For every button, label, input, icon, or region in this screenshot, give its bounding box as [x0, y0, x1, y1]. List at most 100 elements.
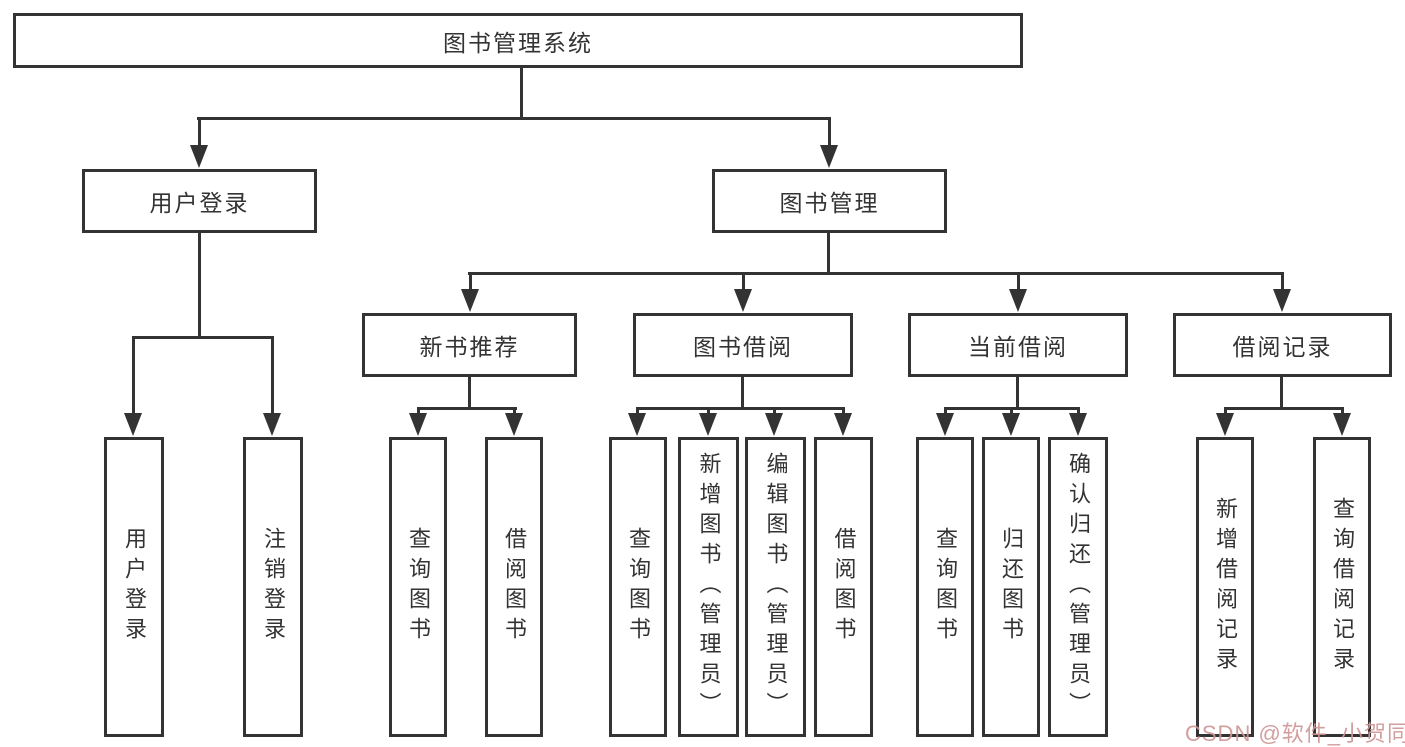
- leaf-b-edit-books-admin: 编辑图书（管理员）: [745, 437, 806, 737]
- arrow-stem: [1009, 407, 1013, 413]
- leaf-h-query-record: 查询借阅记录: [1313, 437, 1371, 737]
- leaf-logout-label: 注销登录: [261, 527, 286, 647]
- connector-userlogin-drop: [198, 231, 201, 339]
- arrow-to-ul-logout: [263, 336, 281, 436]
- arrow-stem: [512, 407, 516, 413]
- arrow-down-icon: [936, 413, 954, 436]
- arrow-stem: [1280, 272, 1284, 289]
- connector-userlogin-bar: [132, 336, 274, 339]
- arrow-down-icon: [409, 413, 427, 436]
- leaf-b-borrow-books: 借阅图书: [814, 437, 873, 737]
- arrow-to-book-mgmt: [820, 117, 838, 168]
- node-root: 图书管理系统: [13, 13, 1023, 68]
- leaf-logout: 注销登录: [243, 437, 303, 737]
- arrow-down-icon: [1273, 289, 1291, 312]
- arrow-to-c-return: [1002, 407, 1020, 436]
- arrow-stem: [468, 272, 472, 289]
- connector-newrec-bar: [417, 407, 517, 410]
- arrow-down-icon: [1009, 289, 1027, 312]
- arrow-down-icon: [1333, 413, 1351, 436]
- connector-level3-bar: [468, 272, 1284, 275]
- arrow-to-user-login: [190, 117, 208, 168]
- arrow-to-history: [1273, 272, 1291, 312]
- arrow-down-icon: [765, 413, 783, 436]
- arrow-to-borrow: [734, 272, 752, 312]
- node-book-mgmt: 图书管理: [712, 169, 947, 233]
- node-book-borrow-label: 图书借阅: [693, 334, 793, 360]
- arrow-to-c-query: [936, 407, 954, 436]
- connector-root-drop: [520, 64, 523, 120]
- arrow-down-icon: [628, 413, 646, 436]
- leaf-nr-borrow-books-label: 借阅图书: [502, 527, 527, 647]
- arrow-down-icon: [505, 413, 523, 436]
- leaf-h-add-record: 新增借阅记录: [1196, 437, 1254, 737]
- arrow-down-icon: [820, 145, 838, 168]
- leaf-c-query-books-label: 查询图书: [933, 527, 958, 647]
- leaf-user-login: 用户登录: [104, 437, 164, 737]
- leaf-c-confirm-return-admin: 确认归还（管理员）: [1048, 437, 1108, 737]
- node-book-borrow: 图书借阅: [633, 313, 853, 377]
- arrow-down-icon: [1069, 413, 1087, 436]
- arrow-down-icon: [190, 145, 208, 168]
- leaf-b-add-books-admin-label: 新增图书（管理员）: [696, 452, 722, 722]
- connector-borrow-bar: [636, 407, 845, 410]
- arrow-to-b-add: [699, 407, 717, 436]
- node-user-login: 用户登录: [82, 169, 317, 233]
- arrow-stem: [1076, 407, 1080, 413]
- node-book-mgmt-label: 图书管理: [779, 190, 880, 216]
- arrow-stem: [772, 407, 776, 413]
- arrow-down-icon: [834, 413, 852, 436]
- arrow-to-h-query: [1333, 407, 1351, 436]
- leaf-b-query-books: 查询图书: [609, 437, 667, 737]
- arrow-stem: [197, 117, 201, 145]
- leaf-nr-query-books: 查询图书: [389, 437, 447, 737]
- node-user-login-label: 用户登录: [149, 190, 250, 216]
- leaf-b-borrow-books-label: 借阅图书: [831, 527, 857, 647]
- arrow-down-icon: [699, 413, 717, 436]
- leaf-c-return-books: 归还图书: [982, 437, 1040, 737]
- leaf-c-return-books-label: 归还图书: [999, 527, 1024, 647]
- arrow-to-current: [1009, 272, 1027, 312]
- arrow-to-h-add: [1216, 407, 1234, 436]
- leaf-c-confirm-return-admin-label: 确认归还（管理员）: [1066, 452, 1091, 722]
- arrow-stem: [270, 336, 274, 413]
- leaf-nr-query-books-label: 查询图书: [406, 527, 431, 647]
- arrow-stem: [1340, 407, 1344, 413]
- connector-history-bar: [1224, 407, 1344, 410]
- leaf-b-edit-books-admin-label: 编辑图书（管理员）: [763, 452, 789, 722]
- connector-history-drop: [1280, 374, 1283, 410]
- leaf-nr-borrow-books: 借阅图书: [485, 437, 543, 737]
- arrow-down-icon: [734, 289, 752, 312]
- arrow-to-b-query: [628, 407, 646, 436]
- arrow-stem: [131, 336, 135, 413]
- node-borrow-history-label: 借阅记录: [1232, 334, 1333, 360]
- leaf-c-query-books: 查询图书: [916, 437, 974, 737]
- arrow-down-icon: [1216, 413, 1234, 436]
- leaf-user-login-label: 用户登录: [122, 527, 147, 647]
- arrow-to-b-edit: [765, 407, 783, 436]
- node-new-book-rec-label: 新书推荐: [419, 334, 520, 360]
- arrow-to-ul-login: [124, 336, 142, 436]
- arrow-to-nr-borrow: [505, 407, 523, 436]
- arrow-stem: [943, 407, 947, 413]
- node-current-borrow: 当前借阅: [908, 313, 1128, 377]
- arrow-to-nr-query: [409, 407, 427, 436]
- arrow-down-icon: [263, 413, 281, 436]
- connector-level2-bar: [197, 117, 831, 120]
- connector-bookmgmt-drop: [827, 231, 830, 275]
- arrow-stem: [635, 407, 639, 413]
- arrow-down-icon: [461, 289, 479, 312]
- arrow-stem: [1016, 272, 1020, 289]
- node-borrow-history: 借阅记录: [1173, 313, 1392, 377]
- node-root-label: 图书管理系统: [443, 29, 593, 56]
- arrow-stem: [1223, 407, 1227, 413]
- arrow-to-c-confirm: [1069, 407, 1087, 436]
- arrow-down-icon: [1002, 413, 1020, 436]
- csdn-watermark: CSDN @软件_小贺同学: [1185, 721, 1405, 746]
- arrow-to-new-rec: [461, 272, 479, 312]
- node-new-book-rec: 新书推荐: [362, 313, 577, 377]
- connector-current-drop: [1016, 374, 1019, 410]
- leaf-b-query-books-label: 查询图书: [626, 527, 651, 647]
- arrow-stem: [706, 407, 710, 413]
